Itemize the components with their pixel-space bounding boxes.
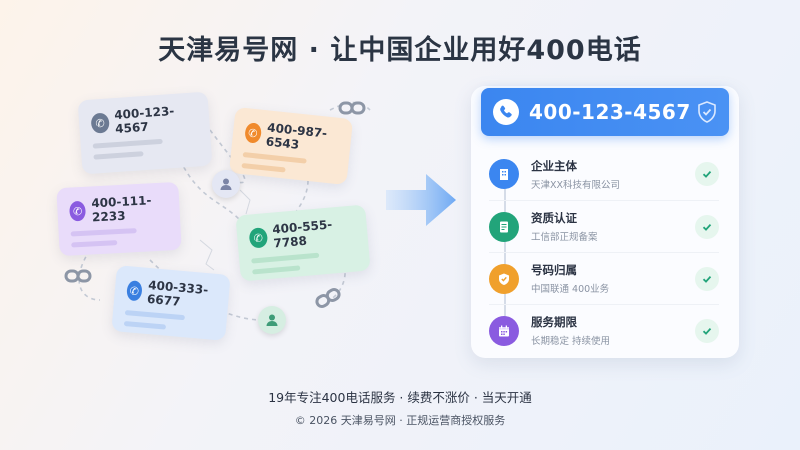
info-item-qualification: 资质认证 工信部正规备案	[489, 200, 719, 252]
panel-number: 400-123-4567	[529, 100, 691, 124]
shield-icon	[489, 263, 519, 294]
scattered-card: ✆ 400-123-4567	[77, 91, 213, 175]
check-icon	[695, 214, 719, 239]
phone-icon: ✆	[244, 122, 262, 144]
check-icon	[695, 318, 719, 343]
number-info-panel: 400-123-4567 企业主体 天津XX科技有限公司 资质认证	[471, 86, 739, 358]
phone-icon: ✆	[90, 112, 110, 134]
broken-link-icon	[315, 288, 341, 308]
verified-shield-icon	[698, 101, 716, 123]
check-icon	[695, 162, 719, 186]
scattered-card: ✆ 400-555-7788	[235, 204, 371, 282]
footer-slogan: 19年专注400电话服务 · 续费不涨价 · 当天开通	[268, 390, 532, 405]
scattered-card: ✆ 400-987-6543	[228, 107, 354, 185]
arrow-right-icon	[386, 174, 456, 226]
broken-link-icon	[64, 269, 92, 283]
calendar-icon	[489, 315, 519, 346]
phone-icon: ✆	[69, 200, 87, 222]
phone-icon: ✆	[248, 227, 268, 249]
broken-link-icon	[338, 101, 366, 115]
footer-copyright: © 2026 天津易号网 · 正规运营商授权服务	[294, 414, 506, 427]
scattered-card: ✆ 400-333-6677	[111, 265, 231, 341]
user-avatar-icon	[212, 170, 240, 198]
check-icon	[695, 266, 719, 291]
panel-header: 400-123-4567	[481, 88, 729, 136]
document-icon	[489, 211, 519, 242]
building-icon	[489, 159, 519, 189]
timeline-line	[504, 171, 506, 326]
phone-icon	[493, 99, 519, 125]
info-item-entity: 企业主体 天津XX科技有限公司	[489, 148, 719, 200]
info-item-attribution: 号码归属 中国联通 400业务	[489, 252, 719, 304]
info-item-service-term: 服务期限 长期稳定 持续使用	[489, 304, 719, 356]
scattered-card: ✆ 400-111-2233	[56, 181, 182, 257]
user-avatar-icon	[258, 306, 286, 334]
page-title: 天津易号网 · 让中国企业用好400电话	[158, 35, 642, 66]
phone-icon: ✆	[126, 280, 143, 302]
